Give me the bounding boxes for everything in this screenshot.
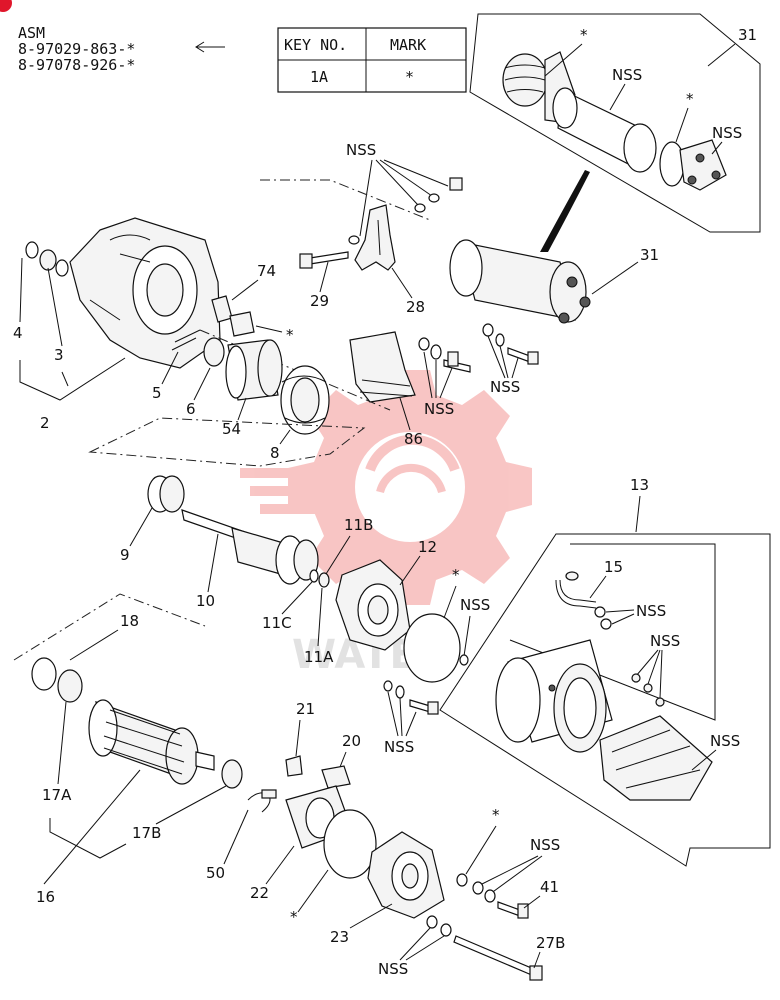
label-28: 28 xyxy=(406,298,425,316)
armature-group: 18 17A 17B 16 xyxy=(13,593,243,906)
solenoid-kit-box: 31 * NSS * NSS xyxy=(469,13,761,252)
label-8: 8 xyxy=(270,444,280,462)
nss-cap: NSS xyxy=(712,124,742,142)
key-table-cell-mark: * xyxy=(405,68,414,86)
corner-marker xyxy=(0,0,12,12)
pinion-group: 5 6 54 8 xyxy=(88,329,366,467)
key-table: KEY NO. MARK 1A * xyxy=(277,27,467,93)
label-31-top: 31 xyxy=(738,26,757,44)
asm-part-number-1: 8-97029-863-* xyxy=(18,40,135,58)
relay-86: NSS 86 xyxy=(349,331,471,448)
label-86: 86 xyxy=(404,430,423,448)
nss-lever: NSS xyxy=(346,141,376,159)
key-table-header-mark: MARK xyxy=(390,36,426,54)
asterisk-ring: * xyxy=(686,90,694,108)
nss-solenoid: NSS xyxy=(490,378,520,396)
arrow-left-icon xyxy=(195,41,225,53)
asterisk-cover: * xyxy=(492,806,500,824)
label-17a: 17A xyxy=(42,786,72,804)
label-22: 22 xyxy=(250,884,269,902)
label-29: 29 xyxy=(310,292,329,310)
nss-bolt: NSS xyxy=(530,836,560,854)
asm-header: ASM 8-97029-863-* 8-97078-926-* xyxy=(18,24,225,74)
label-16: 16 xyxy=(36,888,55,906)
nss-cover-bolt: NSS xyxy=(378,960,408,978)
label-50: 50 xyxy=(206,864,225,882)
key-table-cell-key: 1A xyxy=(310,68,328,86)
lever-group: NSS 28 29 xyxy=(299,141,463,316)
nss-cable: NSS xyxy=(636,602,666,620)
label-31: 31 xyxy=(640,246,659,264)
shaft-group: 9 10 11B 11C 11A 12 * NSS NSS xyxy=(120,475,490,756)
gear-housing: 4 3 2 74 * xyxy=(13,179,431,432)
label-18: 18 xyxy=(120,612,139,630)
label-27b: 27B xyxy=(536,934,565,952)
nss-case: NSS xyxy=(612,66,642,84)
label-3: 3 xyxy=(54,346,64,364)
asterisk-oring: * xyxy=(452,566,460,584)
label-12: 12 xyxy=(418,538,437,556)
label-54: 54 xyxy=(222,420,241,438)
nss-cage: NSS xyxy=(710,732,740,750)
label-23: 23 xyxy=(330,928,349,946)
label-11a: 11A xyxy=(304,648,334,666)
label-4: 4 xyxy=(13,324,23,342)
label-11b: 11B xyxy=(344,516,373,534)
nss-ring: NSS xyxy=(460,596,490,614)
label-5: 5 xyxy=(152,384,162,402)
asterisk-boot: * xyxy=(580,26,588,44)
brush-holder-group: 21 20 50 22 * xyxy=(206,700,377,926)
label-10: 10 xyxy=(196,592,215,610)
label-21: 21 xyxy=(296,700,315,718)
label-9: 9 xyxy=(120,546,130,564)
label-11c: 11C xyxy=(262,614,292,632)
label-17b: 17B xyxy=(132,824,161,842)
rear-cover-group: 23 * NSS 41 27B NSS xyxy=(330,806,565,981)
label-74: 74 xyxy=(257,262,276,280)
asterisk-plug: * xyxy=(286,326,294,344)
label-20: 20 xyxy=(342,732,361,750)
label-13: 13 xyxy=(630,476,649,494)
yoke-group: 13 15 NSS NSS NSS xyxy=(439,476,771,867)
label-6: 6 xyxy=(186,400,196,418)
nss-yoke: NSS xyxy=(650,632,680,650)
label-15: 15 xyxy=(604,558,623,576)
asterisk-brush: * xyxy=(290,908,298,926)
solenoid-assembly: 31 NSS xyxy=(449,239,659,396)
label-41: 41 xyxy=(540,878,559,896)
label-2: 2 xyxy=(40,414,50,432)
nss-relay: NSS xyxy=(424,400,454,418)
asm-part-number-2: 8-97078-926-* xyxy=(18,56,135,74)
nss-cover: NSS xyxy=(384,738,414,756)
key-table-header-key: KEY NO. xyxy=(284,36,347,54)
asm-title: ASM xyxy=(18,24,45,42)
